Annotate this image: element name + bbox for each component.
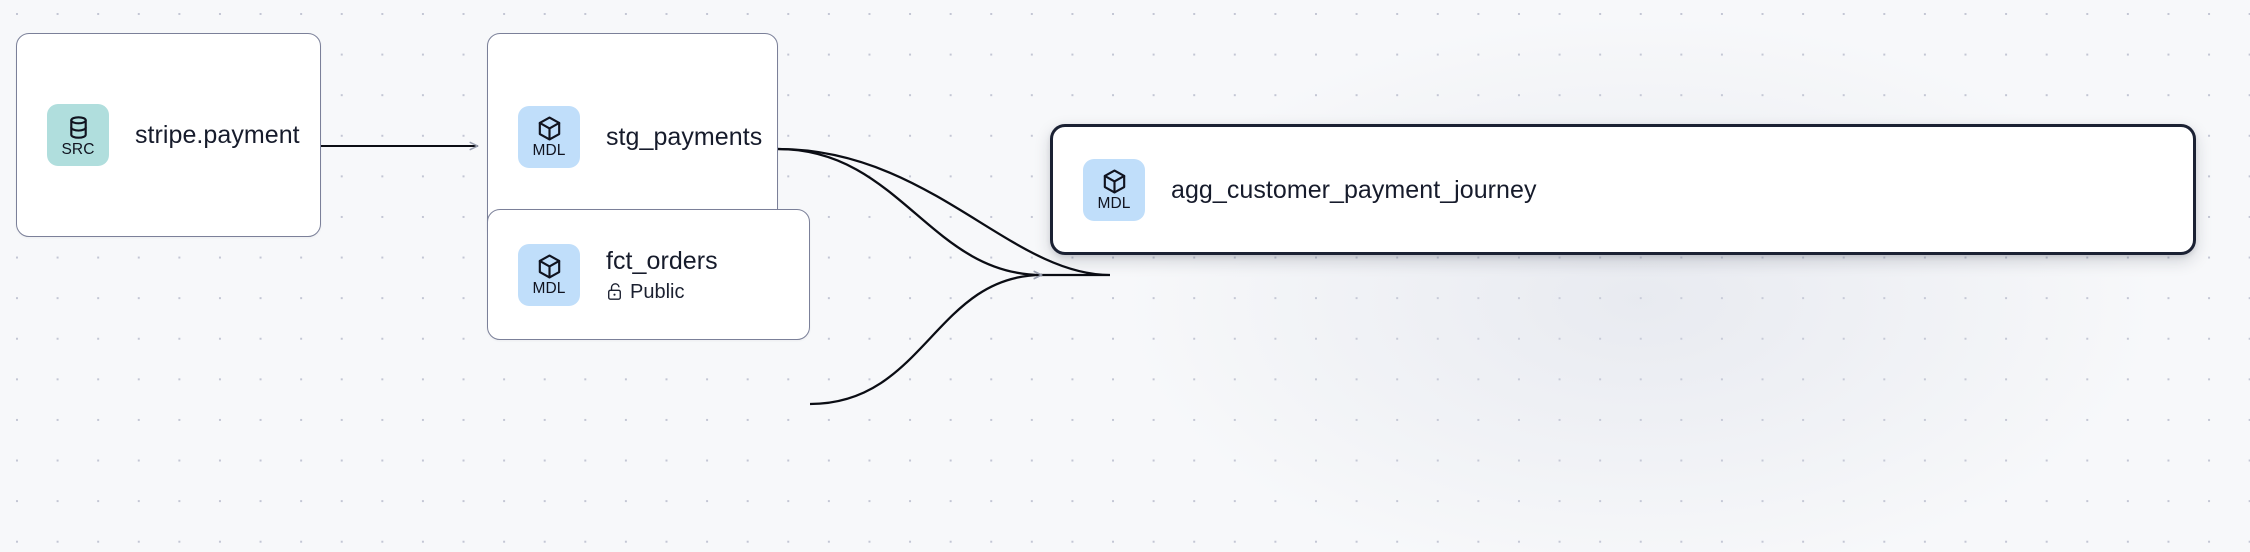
badge-src: SRC <box>47 104 109 166</box>
node-stg-payments[interactable]: MDL stg_payments <box>487 33 778 240</box>
node-text: agg_customer_payment_journey <box>1171 175 1537 205</box>
visibility-label: Public <box>630 280 685 303</box>
node-title: stripe.payment <box>135 121 300 149</box>
cube-icon <box>1103 169 1125 194</box>
badge-label: MDL <box>532 142 566 159</box>
cube-icon <box>538 116 560 141</box>
node-text: fct_orders Public <box>606 246 718 304</box>
node-title: agg_customer_payment_journey <box>1171 175 1537 204</box>
node-title: stg_payments <box>606 122 763 151</box>
node-title: fct_orders <box>606 246 718 275</box>
node-agg-customer-payment-journey[interactable]: MDL agg_customer_payment_journey <box>1050 124 2196 255</box>
badge-label: MDL <box>1097 195 1131 212</box>
database-icon <box>69 115 87 139</box>
edge-fct-to-agg[interactable] <box>809 275 1042 406</box>
node-text: stg_payments <box>606 122 762 152</box>
node-visibility: Public <box>606 280 718 304</box>
badge-label: MDL <box>532 280 566 297</box>
node-text: stripe.payment <box>135 120 300 150</box>
badge-mdl: MDL <box>518 243 580 306</box>
cube-icon <box>538 254 560 279</box>
node-stripe-payment[interactable]: SRC stripe.payment <box>16 33 321 237</box>
node-fct-orders[interactable]: MDL fct_orders Public <box>487 209 810 340</box>
badge-label: SRC <box>61 140 95 158</box>
unlocked-padlock-icon <box>608 283 621 300</box>
badge-mdl: MDL <box>1083 158 1145 221</box>
badge-mdl: MDL <box>518 105 580 168</box>
